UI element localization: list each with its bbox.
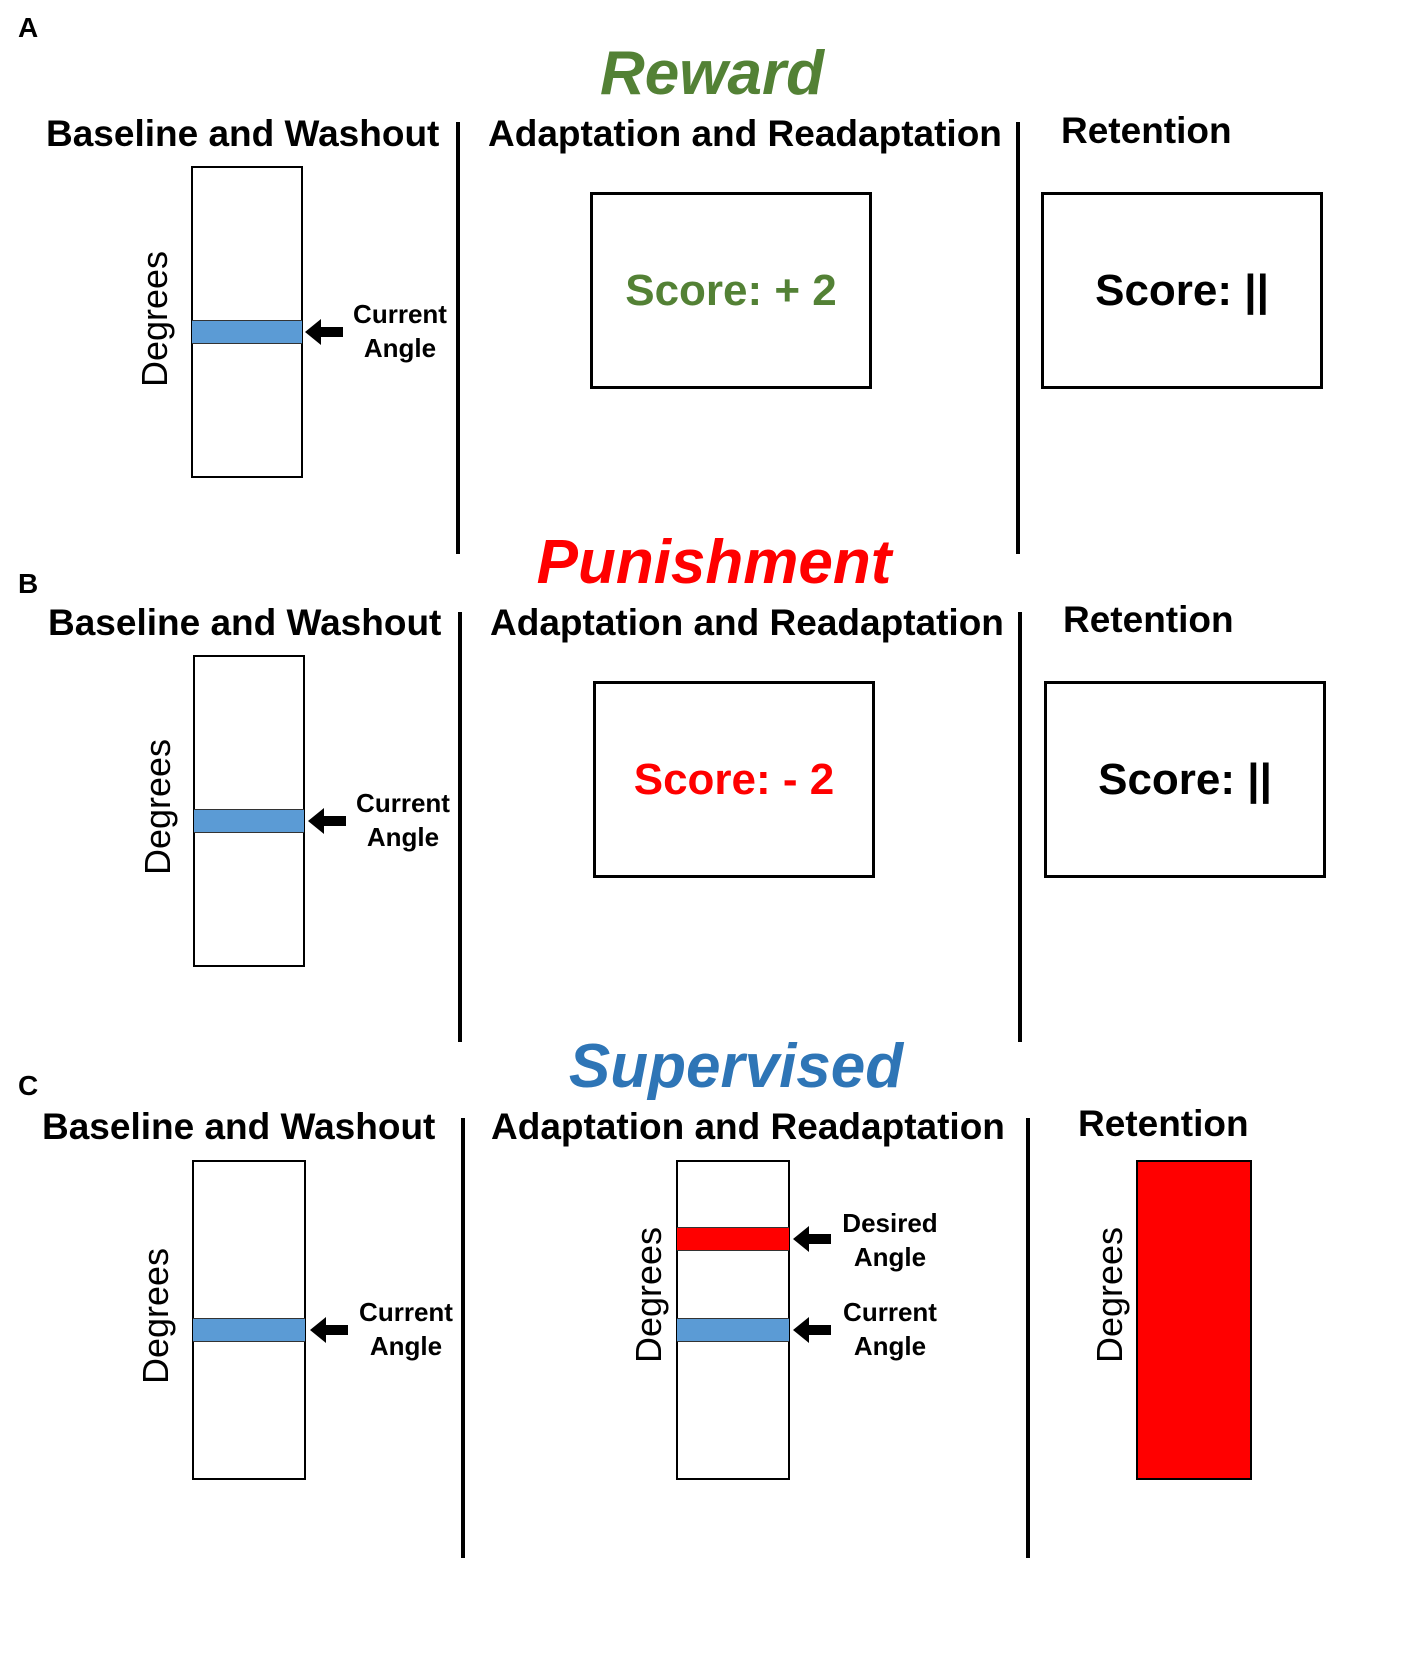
phase-label-retention: Retention	[1063, 599, 1234, 640]
desired-angle-strip	[677, 1227, 789, 1251]
panel-letter-b: B	[18, 568, 39, 599]
condition-title-punishment: Punishment	[536, 528, 892, 597]
phase-label-baseline: Baseline and Washout	[46, 113, 440, 154]
phase-label-baseline: Baseline and Washout	[48, 602, 442, 643]
divider-line	[458, 612, 462, 1042]
degrees-axis-label: Degrees	[135, 1247, 176, 1385]
degrees-axis-label: Degrees	[134, 250, 175, 388]
adaptation-score: Score: + 2	[625, 265, 837, 315]
adaptation-score: Score: - 2	[633, 754, 835, 804]
divider-line	[456, 122, 460, 554]
retention-score: Score: ||	[1098, 754, 1272, 804]
condition-title-reward: Reward	[600, 39, 824, 108]
degrees-axis-label: Degrees	[628, 1226, 669, 1364]
phase-label-baseline: Baseline and Washout	[42, 1106, 436, 1147]
phase-label-adaptation: Adaptation and Readaptation	[490, 602, 1004, 643]
adaptation-score-box: Score: - 2	[593, 681, 875, 878]
current-angle-label: Current Angle	[359, 1297, 453, 1361]
phase-label-retention: Retention	[1061, 110, 1232, 151]
left-arrow-icon	[793, 1317, 831, 1343]
retention-score-box: Score: ||	[1041, 192, 1323, 389]
panel-letter-c: C	[18, 1070, 39, 1101]
divider-line	[461, 1118, 465, 1558]
current-angle-strip	[194, 809, 304, 833]
desired-angle-label: Desired Angle	[842, 1208, 938, 1272]
phase-label-adaptation: Adaptation and Readaptation	[488, 113, 1002, 154]
left-arrow-icon	[793, 1226, 831, 1252]
divider-line	[1016, 122, 1020, 554]
divider-line	[1026, 1118, 1030, 1558]
current-angle-label: Current Angle	[353, 299, 447, 363]
retention-score-box: Score: ||	[1044, 681, 1326, 878]
phase-label-adaptation: Adaptation and Readaptation	[491, 1106, 1005, 1147]
current-angle-strip	[677, 1318, 789, 1342]
left-arrow-icon	[305, 319, 343, 345]
retention-angle-bar	[1136, 1160, 1252, 1480]
current-angle-label: Current Angle	[356, 788, 450, 852]
phase-label-retention: Retention	[1078, 1103, 1249, 1144]
adaptation-score-box: Score: + 2	[590, 192, 872, 389]
panel-letter-a: A	[18, 12, 39, 43]
current-angle-strip	[193, 1318, 305, 1342]
condition-title-supervised: Supervised	[568, 1032, 904, 1101]
left-arrow-icon	[310, 1317, 348, 1343]
divider-line	[1018, 612, 1022, 1042]
left-arrow-icon	[308, 808, 346, 834]
retention-score: Score: ||	[1095, 265, 1269, 315]
degrees-axis-label: Degrees	[1089, 1226, 1130, 1364]
current-angle-strip	[192, 320, 302, 344]
current-angle-label: Current Angle	[843, 1297, 937, 1361]
degrees-axis-label: Degrees	[137, 738, 178, 876]
